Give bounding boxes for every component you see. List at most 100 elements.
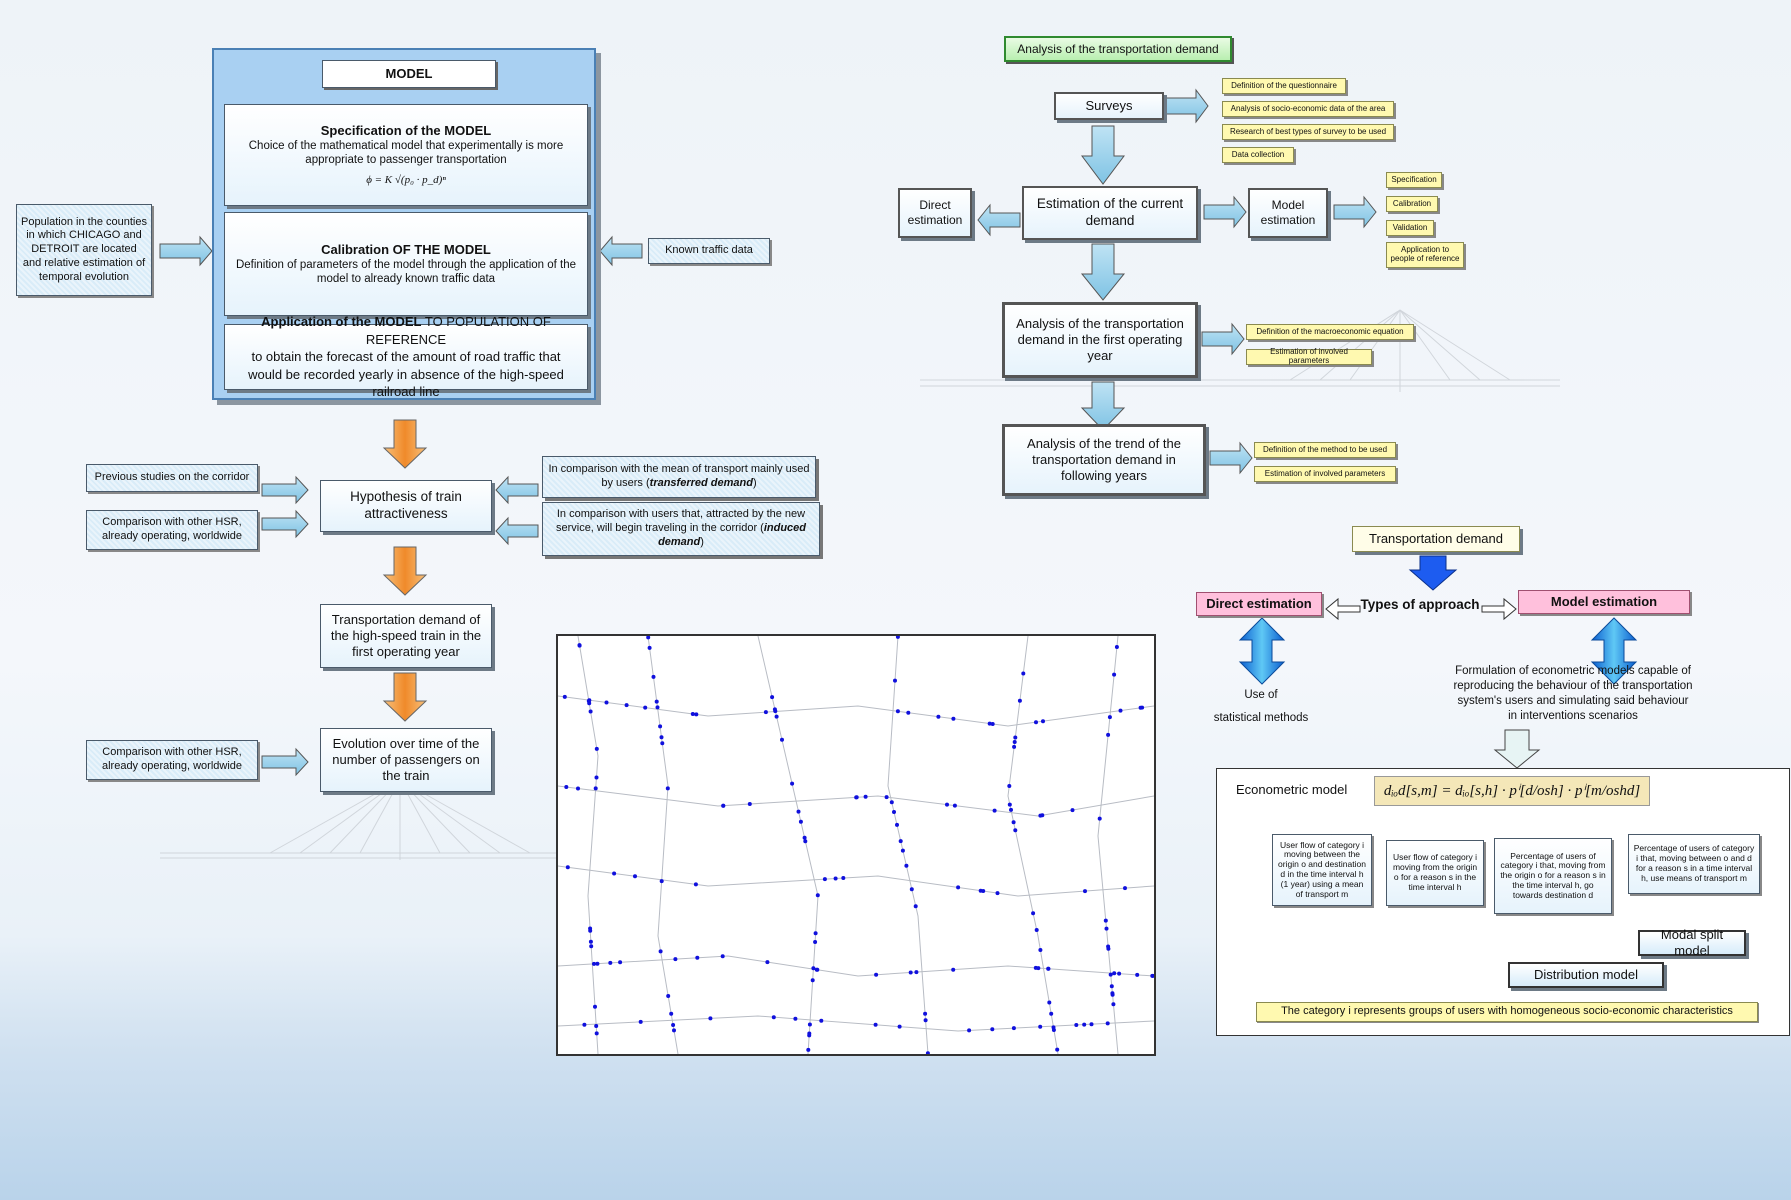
model-item-0: Specification	[1386, 172, 1442, 188]
map-node	[925, 1051, 930, 1054]
map-node	[1013, 735, 1018, 740]
map-node	[660, 741, 665, 746]
map-node	[1104, 926, 1109, 931]
map-road	[577, 636, 599, 1054]
map-node	[612, 871, 617, 876]
map-node	[895, 709, 900, 714]
direct-estimation-pink: Direct estimation	[1196, 592, 1322, 616]
map-node	[658, 724, 663, 729]
map-road	[757, 636, 819, 1054]
map-node	[802, 835, 807, 840]
map-node	[1117, 971, 1122, 976]
arrow-trend-to-items	[1209, 441, 1253, 475]
map-node	[936, 714, 941, 719]
use-of-statistical-label: Use of statistical methods	[1196, 684, 1326, 730]
map-node	[863, 794, 868, 799]
map-node	[822, 877, 827, 882]
map-node	[904, 863, 909, 868]
model-item-2-text: Validation	[1392, 222, 1428, 232]
map-node	[770, 695, 775, 700]
map-node	[909, 887, 914, 892]
statistical-methods-text: statistical methods	[1213, 712, 1309, 724]
econometric-desc-3: Percentage of users of category i that, …	[1628, 834, 1760, 894]
econometric-label: Econometric model	[1236, 782, 1376, 797]
map-node	[908, 970, 913, 975]
first-year-analysis-box: Analysis of the transportation demand in…	[1002, 302, 1198, 378]
map-node	[990, 722, 995, 726]
map-node	[594, 746, 599, 751]
map-node	[1040, 813, 1045, 818]
arrow-comparison-to-hypothesis	[261, 509, 309, 539]
map-node	[819, 1018, 824, 1023]
map-node	[1041, 719, 1045, 724]
specification-box: Specification of the MODEL Choice of the…	[224, 104, 588, 206]
calibration-title: Calibration OF THE MODEL	[321, 241, 491, 257]
survey-item-3: Data collection	[1222, 147, 1294, 163]
model-estimation-text: Model estimation	[1260, 198, 1316, 227]
model-item-2: Validation	[1386, 220, 1434, 236]
survey-item-3-text: Data collection	[1231, 149, 1285, 159]
application-title-rest: TO POPULATION OF REFERENCE	[365, 314, 551, 347]
model-item-3-text: Application to people of reference	[1390, 245, 1460, 263]
map-node	[956, 885, 961, 890]
application-text: to obtain the forecast of the amount of …	[248, 349, 564, 400]
use-of-text: Use of	[1244, 689, 1278, 701]
map-node	[1034, 720, 1038, 725]
map-node	[643, 705, 648, 710]
map-node	[893, 678, 897, 683]
econometric-desc-2: Percentage of users of category i that, …	[1494, 838, 1612, 914]
map-node	[589, 944, 594, 949]
map-node	[1111, 1002, 1116, 1007]
current-demand-text: Estimation of the current demand	[1036, 196, 1184, 228]
direct-estimation-pink-text: Direct estimation	[1206, 595, 1312, 611]
comparison-hsr-box: Comparison with other HSR, already opera…	[86, 510, 258, 550]
map-node	[1046, 966, 1051, 971]
model-title-text: MODEL	[385, 65, 433, 81]
map-node	[593, 786, 598, 791]
transport-first-year-box: Transportation demand of the high-speed …	[320, 604, 492, 668]
map-node	[1109, 984, 1114, 989]
map-node	[952, 803, 957, 808]
transportation-demand-box: Transportation demand	[1352, 526, 1520, 552]
transferred-pre: In comparison with the mean of transport…	[548, 463, 810, 489]
map-node	[1013, 828, 1018, 833]
map-node	[694, 712, 699, 717]
first-year-item-0: Definition of the macroeconomic equation	[1246, 324, 1414, 340]
map-road	[558, 865, 1154, 897]
known-traffic-text: Known traffic data	[665, 244, 753, 257]
map-node	[1011, 1026, 1016, 1031]
map-road	[1097, 636, 1119, 1054]
map-node	[594, 775, 599, 780]
map-node	[1089, 1022, 1094, 1027]
map-node	[811, 966, 816, 971]
map-node	[565, 865, 570, 870]
induced-pre: In comparison with users that, attracted…	[555, 508, 806, 535]
map-node	[895, 822, 899, 827]
map-node	[780, 737, 784, 742]
map-node	[646, 636, 651, 640]
map-node	[967, 1028, 972, 1033]
econometric-desc-1: User flow of category i moving from the …	[1386, 840, 1484, 906]
map-node	[995, 891, 1000, 896]
map-node	[673, 957, 678, 962]
model-item-1-text: Calibration	[1392, 198, 1432, 208]
model-item-3: Application to people of reference	[1386, 242, 1464, 268]
map-road	[558, 1015, 1154, 1032]
arrow-known-to-model	[599, 235, 643, 267]
map-node	[884, 795, 889, 800]
map-node	[592, 961, 596, 966]
model-item-1: Calibration	[1386, 196, 1438, 212]
map-node	[1038, 948, 1043, 952]
survey-item-2-text: Research of best types of survey to be u…	[1229, 126, 1387, 136]
map-node	[638, 1019, 643, 1024]
map-node	[594, 1031, 599, 1036]
category-note-text: The category i represents groups of user…	[1281, 1005, 1733, 1018]
map-node	[564, 785, 569, 789]
map-node	[793, 1016, 798, 1021]
model-estimation-pink-text: Model estimation	[1550, 593, 1658, 609]
formulation-label: Formulation of econometric models capabl…	[1452, 664, 1694, 724]
map-node	[763, 710, 768, 715]
map-node	[588, 939, 593, 944]
types-of-approach-text: Types of approach	[1360, 597, 1480, 612]
first-year-item-1: Estimation of involved parameters	[1246, 347, 1372, 365]
